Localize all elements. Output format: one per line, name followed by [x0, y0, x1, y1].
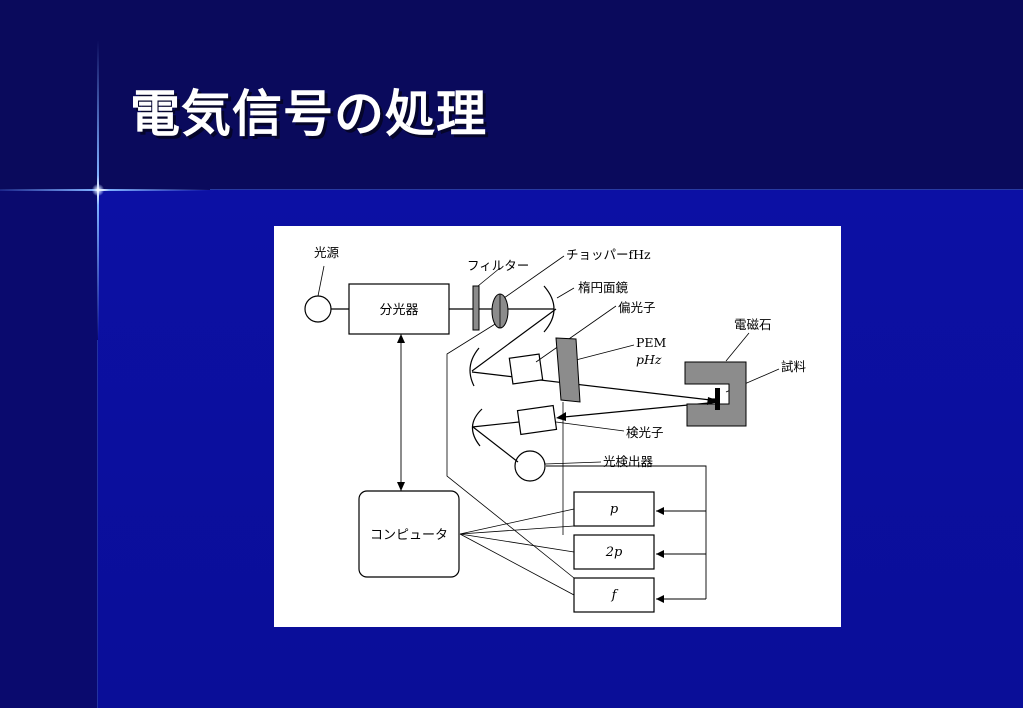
label-analyzer: 検光子	[626, 425, 664, 440]
arrow-beam-sample	[707, 397, 719, 405]
arrow-to-f	[656, 595, 664, 603]
electromagnet-element	[684, 361, 747, 427]
label-pem-frequency: pHz	[636, 352, 662, 367]
ellipsoidal-mirror-2	[469, 347, 480, 387]
label-filter: フィルター	[467, 258, 529, 273]
light-flare	[92, 184, 104, 196]
computer-box	[358, 490, 460, 578]
arrow-to-p	[656, 507, 664, 515]
arrow-to-analyzer	[556, 412, 566, 421]
leader-light-source	[317, 265, 325, 297]
lockin-extra-link	[459, 525, 575, 535]
beam-analyzer-to-mirror3	[471, 421, 520, 428]
diagram-svg: 光源 フィルター チョッパーfHz 楕円面鏡 偏光子 PEM pHz 電磁石 試…	[304, 245, 807, 613]
photodetector-circle	[514, 450, 546, 482]
ellipsoidal-mirror-1	[543, 285, 555, 333]
arrow-link-bottom	[397, 482, 405, 491]
label-pem: PEM	[636, 335, 667, 350]
light-source-circle	[304, 295, 332, 323]
filter-element	[472, 285, 480, 331]
label-electromagnet: 電磁石	[734, 317, 772, 332]
vertical-divider	[97, 340, 98, 708]
horizontal-divider	[210, 189, 1023, 190]
label-spectrometer: 分光器	[379, 303, 418, 318]
horizontal-accent-line	[0, 189, 210, 191]
leader-ellipsoidal-mirror	[556, 287, 575, 299]
slide-title: 電気信号の処理	[130, 85, 487, 143]
lockin-2p-to-computer	[459, 533, 575, 553]
leader-chopper	[503, 255, 565, 299]
ellipsoidal-mirror-3	[471, 408, 483, 447]
leader-analyzer	[555, 421, 625, 432]
label-chopper: チョッパーfHz	[566, 247, 651, 262]
diagram-figure: 光源 フィルター チョッパーfHz 楕円面鏡 偏光子 PEM pHz 電磁石 試…	[274, 226, 841, 627]
leader-polarizer	[535, 305, 617, 363]
label-lockin-p: p	[610, 502, 619, 517]
beam-mirror1-to-mirror2	[471, 308, 557, 372]
left-band	[0, 190, 98, 708]
pem-element	[555, 337, 581, 403]
detector-signal-line	[546, 465, 707, 599]
header-band	[0, 0, 1023, 190]
label-polarizer: 偏光子	[618, 300, 656, 315]
arrow-link-top	[397, 334, 405, 343]
chopper-reference-line	[446, 320, 575, 579]
label-ellipsoidal-mirror: 楕円面鏡	[578, 280, 629, 295]
leader-electromagnet	[725, 332, 750, 362]
arrow-to-2p	[656, 550, 664, 558]
label-sample: 試料	[781, 359, 807, 374]
analyzer-box	[516, 404, 558, 436]
leader-filter	[477, 267, 501, 287]
label-photodetector: 光検出器	[603, 454, 654, 469]
leader-pem	[571, 344, 635, 362]
label-lockin-f: f	[611, 588, 619, 603]
lockin-f-to-computer	[459, 533, 575, 596]
leader-photodetector	[544, 461, 602, 465]
polarizer-box	[508, 353, 544, 385]
label-light-source: 光源	[314, 245, 340, 260]
label-computer: コンピュータ	[370, 528, 448, 543]
beam-to-sample	[471, 371, 720, 402]
label-lockin-2p: 2p	[605, 545, 623, 560]
lockin-p-to-computer	[459, 508, 575, 535]
beam-mirror3-to-detector	[472, 426, 519, 463]
